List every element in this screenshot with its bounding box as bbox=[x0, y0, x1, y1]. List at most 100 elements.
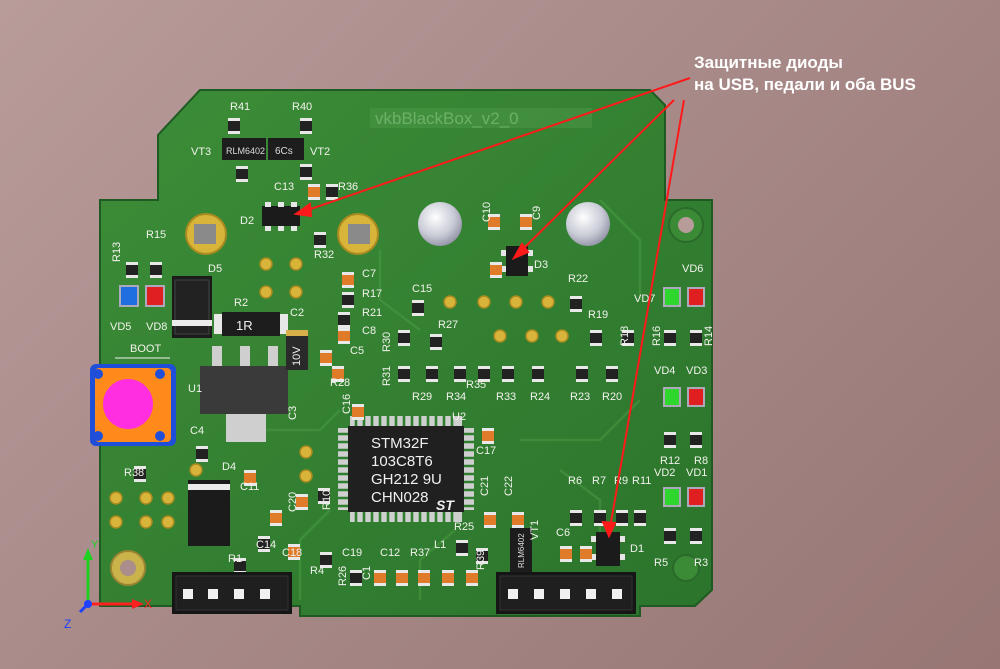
designator-c9: C9 bbox=[531, 206, 543, 220]
designator-vd1: VD1 bbox=[686, 467, 707, 479]
smd-resistor bbox=[622, 330, 634, 346]
callout-arrows bbox=[293, 77, 691, 539]
designator-r19: R19 bbox=[588, 309, 608, 321]
th-pad-left bbox=[185, 213, 227, 255]
designator-c4: C4 bbox=[190, 425, 204, 437]
designator-d3: D3 bbox=[534, 259, 548, 271]
designator-r32: R32 bbox=[314, 249, 334, 261]
vt1-marking: RLM6402 bbox=[517, 533, 526, 568]
designator-c18: C18 bbox=[282, 547, 302, 559]
smd-resistor bbox=[478, 366, 490, 382]
smd-resistor bbox=[532, 366, 544, 382]
arrow-to-d2 bbox=[301, 77, 691, 213]
smd-resistor bbox=[398, 366, 410, 382]
designator-r22: R22 bbox=[568, 273, 588, 285]
capacitor-c2: 10V bbox=[286, 330, 308, 370]
designator-r11: R11 bbox=[632, 475, 651, 487]
designator-r23: R23 bbox=[570, 391, 590, 403]
smd-components bbox=[126, 118, 702, 586]
designator-r16: R16 bbox=[651, 326, 663, 346]
boot-label: BOOT bbox=[130, 343, 161, 355]
smd-resistor bbox=[126, 262, 138, 278]
smd-capacitor bbox=[352, 404, 364, 420]
smd-resistor bbox=[342, 292, 354, 308]
designator-r35: R35 bbox=[466, 379, 486, 391]
designator-vd5: VD5 bbox=[110, 321, 131, 333]
smd-capacitor bbox=[320, 350, 332, 366]
boot-button[interactable] bbox=[90, 364, 176, 446]
designator-vd8: VD8 bbox=[146, 321, 167, 333]
designator-r18: R18 bbox=[619, 326, 631, 346]
designator-r20: R20 bbox=[602, 391, 622, 403]
designator-r26: R26 bbox=[337, 566, 349, 586]
designator-r12: R12 bbox=[660, 455, 680, 467]
designator-vd3: VD3 bbox=[686, 365, 707, 377]
smd-capacitor bbox=[396, 570, 408, 586]
c2-marking: 10V bbox=[291, 346, 303, 366]
designator-vd4: VD4 bbox=[654, 365, 675, 377]
designator-d4: D4 bbox=[222, 461, 236, 473]
arrow-head-d1 bbox=[601, 520, 617, 539]
designator-r17: R17 bbox=[362, 288, 382, 300]
designator-r8: R8 bbox=[694, 455, 708, 467]
smd-resistor bbox=[476, 548, 488, 564]
mcu-line1: STM32F bbox=[371, 435, 429, 452]
smd-capacitor bbox=[308, 184, 320, 200]
designator-c20: C20 bbox=[287, 492, 299, 512]
smd-resistor bbox=[258, 536, 270, 552]
mcu-u2: STM32F 103C8T6 GH212 9U CHN028 ST bbox=[338, 416, 474, 522]
smd-resistor bbox=[456, 540, 468, 556]
smd-capacitor bbox=[466, 570, 478, 586]
designator-d1: D1 bbox=[630, 543, 644, 555]
designator-c2: C2 bbox=[290, 307, 304, 319]
designator-r29: R29 bbox=[412, 391, 432, 403]
designator-r33: R33 bbox=[496, 391, 516, 403]
annotation-line1: Защитные диоды bbox=[694, 53, 843, 72]
designator-r30: R30 bbox=[381, 332, 393, 352]
smd-resistor bbox=[338, 312, 350, 328]
axis-z-label: Z bbox=[64, 617, 71, 631]
smd-capacitor bbox=[560, 546, 572, 562]
designator-r28: R28 bbox=[330, 377, 350, 389]
smd-capacitor bbox=[482, 428, 494, 444]
arrow-to-d1 bbox=[609, 99, 685, 529]
designator-vt2: VT2 bbox=[310, 146, 330, 158]
designator-c11: C11 bbox=[240, 481, 259, 493]
designator-c13: C13 bbox=[274, 181, 294, 193]
designator-r5: R5 bbox=[654, 557, 668, 569]
mcu-line3: GH212 9U bbox=[371, 471, 442, 488]
smd-capacitor bbox=[342, 272, 354, 288]
designator-vd7: VD7 bbox=[634, 293, 655, 305]
designator-d2: D2 bbox=[240, 215, 254, 227]
designator-c15: C15 bbox=[412, 283, 432, 295]
smd-resistor bbox=[300, 118, 312, 134]
smd-resistor bbox=[350, 570, 362, 586]
designator-vt1: VT1 bbox=[529, 520, 541, 540]
designator-r9: R9 bbox=[614, 475, 628, 487]
resistor-r2: 1R bbox=[214, 312, 288, 336]
designator-c8: C8 bbox=[362, 325, 376, 337]
diode-d5 bbox=[172, 276, 212, 338]
mcu-line2: 103C8T6 bbox=[371, 453, 433, 470]
th-pad-right bbox=[337, 213, 379, 255]
designator-vd2: VD2 bbox=[654, 467, 675, 479]
smd-capacitor bbox=[520, 214, 532, 230]
smd-resistor bbox=[398, 330, 410, 346]
designator-r6: R6 bbox=[568, 475, 582, 487]
designator-r1: R1 bbox=[228, 553, 242, 565]
designator-r14: R14 bbox=[703, 326, 715, 346]
smd-resistor bbox=[690, 528, 702, 544]
smd-capacitor bbox=[296, 494, 308, 510]
designator-l1: L1 bbox=[434, 539, 446, 551]
designator-c16: C16 bbox=[341, 394, 353, 414]
smd-resistor bbox=[664, 528, 676, 544]
designator-vd6: VD6 bbox=[682, 263, 703, 275]
axis-gizmo: Y X Z bbox=[64, 539, 152, 631]
smd-resistor bbox=[320, 552, 332, 568]
smd-resistor bbox=[150, 262, 162, 278]
smd-resistor bbox=[314, 232, 326, 248]
designator-r27: R27 bbox=[438, 319, 458, 331]
smd-resistor bbox=[616, 510, 628, 526]
designator-r24: R24 bbox=[530, 391, 550, 403]
